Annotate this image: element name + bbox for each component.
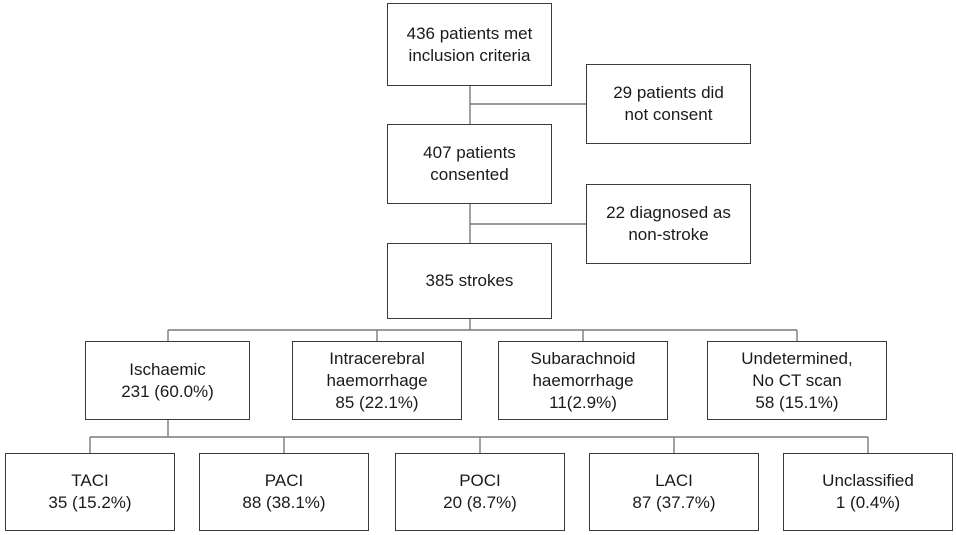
box-text-line: Intracerebral <box>329 348 425 368</box>
consented-box: 407 patients consented <box>387 124 552 204</box>
strokes-box: 385 strokes <box>387 243 552 319</box>
box-text-line: inclusion criteria <box>408 45 531 65</box>
box-text-line: consented <box>430 165 509 184</box>
box-text-line: 11(2.9%) <box>549 392 617 412</box>
non-stroke-box: 22 diagnosed as non-stroke <box>586 184 751 264</box>
box-text-line: 1 (0.4%) <box>835 493 901 512</box>
box-text-line: Subarachnoid <box>530 348 636 368</box>
subtype-ischaemic-box: Ischaemic 231 (60.0%) <box>85 341 250 420</box>
box-text-line: LACI <box>655 471 693 490</box>
box-text-line: PACI <box>264 471 304 490</box>
box-text-line: haemorrhage <box>326 370 428 390</box>
box-text-line: not consent <box>624 105 713 124</box>
box-text-line: 407 patients <box>423 143 516 162</box>
box-text-line: 85 (22.1%) <box>335 392 419 412</box>
box-text-line: 385 strokes <box>425 271 514 290</box>
class-unclassified-box: Unclassified 1 (0.4%) <box>783 453 953 531</box>
box-text-line: 436 patients met <box>406 23 533 43</box>
box-text-line: 20 (8.7%) <box>443 493 517 512</box>
box-text-line: No CT scan <box>752 370 842 390</box>
box-text-line: 58 (15.1%) <box>755 392 839 412</box>
subtype-subarachnoid-box: Subarachnoid haemorrhage 11(2.9%) <box>498 341 668 420</box>
class-laci-box: LACI 87 (37.7%) <box>589 453 759 531</box>
box-text-line: POCI <box>459 471 501 490</box>
box-text-line: non-stroke <box>628 225 709 244</box>
box-text-line: 88 (38.1%) <box>242 493 326 512</box>
box-text-line: Ischaemic <box>129 359 206 379</box>
box-text-line: 231 (60.0%) <box>121 381 214 401</box>
inclusion-box: 436 patients met inclusion criteria <box>387 3 552 86</box>
subtype-intracerebral-box: Intracerebral haemorrhage 85 (22.1%) <box>292 341 462 420</box>
box-text-line: Undetermined, <box>741 348 853 368</box>
subtype-undetermined-box: Undetermined, No CT scan 58 (15.1%) <box>707 341 887 420</box>
class-taci-box: TACI 35 (15.2%) <box>5 453 175 531</box>
box-text-line: haemorrhage <box>532 370 634 390</box>
not-consent-box: 29 patients did not consent <box>586 64 751 144</box>
box-text-line: 35 (15.2%) <box>48 493 132 512</box>
box-text-line: 87 (37.7%) <box>632 493 716 512</box>
box-text-line: 29 patients did <box>613 83 724 102</box>
box-text-line: 22 diagnosed as <box>606 203 731 222</box>
class-poci-box: POCI 20 (8.7%) <box>395 453 565 531</box>
class-paci-box: PACI 88 (38.1%) <box>199 453 369 531</box>
box-text-line: TACI <box>71 471 109 490</box>
box-text-line: Unclassified <box>822 471 914 490</box>
